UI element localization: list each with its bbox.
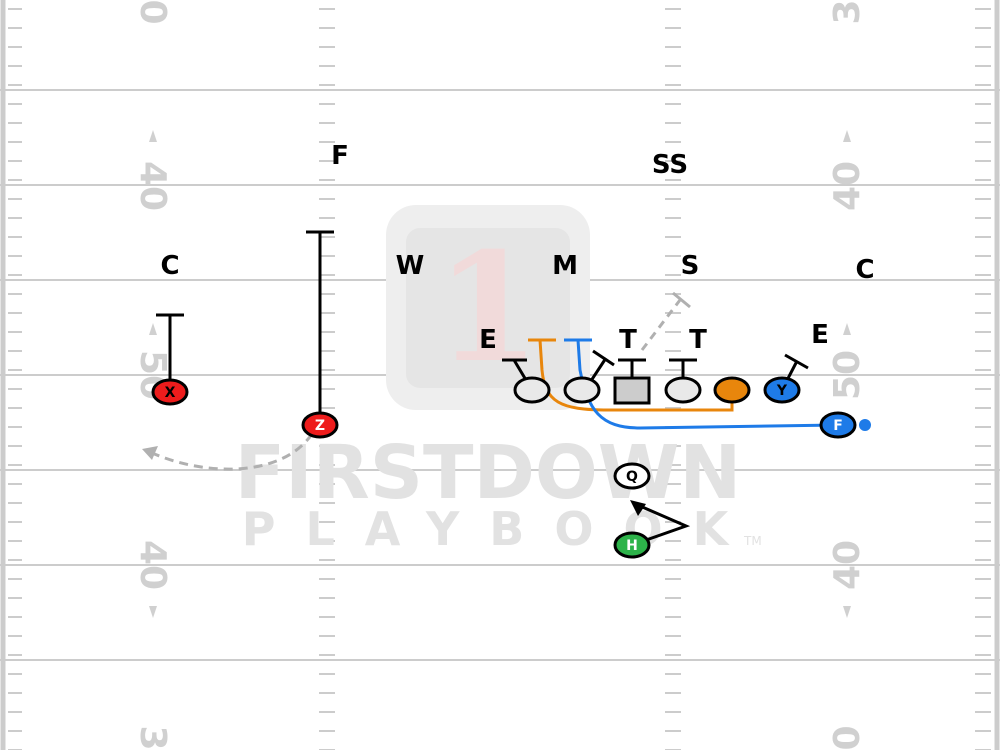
defender-s: S (681, 251, 700, 281)
defender-f: F (331, 141, 349, 171)
player-f: F (819, 411, 857, 439)
watermark-trademark: TM (743, 534, 762, 548)
direction-arrow-icon (149, 130, 157, 142)
yard-number-right-50: 50 (827, 350, 868, 400)
route-arrow-icon (630, 500, 646, 516)
right-guard (664, 376, 702, 404)
direction-arrow-icon (149, 606, 157, 618)
yard-number-top-right: 3 (827, 0, 868, 25)
direction-arrow-icon (843, 323, 851, 335)
defender-e-right: E (811, 320, 829, 350)
defender-t-right: T (689, 325, 707, 355)
player-h: H (613, 531, 651, 559)
motion-arrow-icon (142, 446, 158, 460)
yard-number-bottom-right: 0 (827, 725, 868, 750)
player-q-label: Q (626, 469, 638, 485)
offense: X Z Y F Q H (151, 376, 857, 559)
left-guard (563, 376, 601, 404)
defender-ss: SS (652, 150, 688, 180)
player-x: X (151, 378, 189, 406)
left-tackle (513, 376, 551, 404)
player-q: Q (613, 462, 651, 490)
yard-number-right-40-upper: 40 (827, 161, 868, 211)
h-route (631, 504, 691, 547)
offensive-line (513, 376, 751, 405)
yard-number-left-40-upper: 40 (132, 161, 173, 211)
block-icon (784, 353, 809, 370)
yard-number-top-left: 0 (132, 0, 173, 25)
direction-arrow-icon (149, 323, 157, 335)
defender-c-left: C (160, 251, 179, 281)
motion-start-dot (859, 419, 871, 431)
f-route (576, 339, 839, 430)
player-x-label: X (165, 385, 176, 401)
hash-marks (8, 8, 991, 750)
block-icon (592, 349, 615, 367)
direction-arrow-icon (843, 130, 851, 142)
watermark: 1 FIRSTDOWN PLAYBOOK TM (235, 205, 762, 556)
right-tackle (713, 376, 751, 404)
yard-number-right-40-lower: 40 (827, 540, 868, 590)
watermark-logo-glyph: 1 (436, 220, 540, 396)
watermark-brand-top: FIRSTDOWN (235, 430, 742, 516)
block-icon (672, 291, 691, 309)
player-y: Y (763, 376, 801, 404)
z-motion-path (149, 433, 314, 471)
defender-e-left: E (479, 325, 497, 355)
yard-number-left-40-lower: 40 (132, 540, 173, 590)
center (613, 376, 651, 405)
center-dashed-path (640, 299, 682, 351)
defense: F SS C W M S C E T T E (160, 141, 874, 355)
player-f-label: F (833, 418, 843, 434)
defender-c-right: C (855, 255, 874, 285)
player-z: Z (301, 411, 339, 439)
defender-w: W (396, 251, 425, 281)
defender-t-left: T (619, 325, 637, 355)
routes (142, 230, 871, 547)
orange-pull-route (538, 339, 734, 412)
player-y-label: Y (776, 383, 788, 399)
defender-m: M (552, 251, 578, 281)
player-z-label: Z (315, 418, 325, 434)
direction-arrow-icon (843, 606, 851, 618)
yard-number-bottom-left: 3 (132, 725, 173, 750)
yard-numbers: 0 3 40 40 50 50 40 40 3 0 (132, 0, 868, 750)
player-h-label: H (626, 538, 638, 554)
